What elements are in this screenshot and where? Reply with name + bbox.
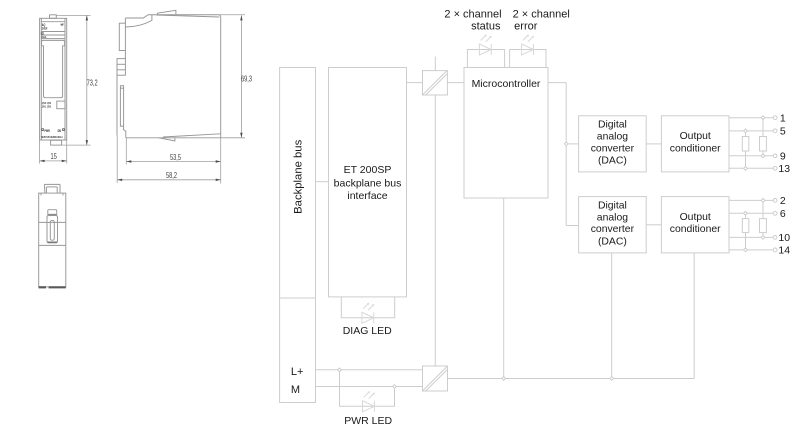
svg-text:73,2: 73,2 [87, 77, 98, 88]
svg-text:53,5: 53,5 [170, 152, 181, 163]
svg-text:L+: L+ [291, 366, 304, 378]
svg-text:(DAC): (DAC) [598, 156, 627, 167]
svg-text:DIAG: DIAG [42, 36, 47, 40]
svg-text:status: status [471, 21, 501, 33]
svg-text:conditioner: conditioner [670, 143, 721, 154]
svg-text:interface: interface [347, 190, 387, 202]
svg-text:2 × channel: 2 × channel [513, 8, 570, 20]
svg-text:Digital: Digital [598, 120, 627, 131]
svg-text:Backplane bus: Backplane bus [292, 139, 304, 213]
svg-text:.QV1 .QV3: .QV1 .QV3 [42, 105, 52, 109]
svg-text:analog: analog [597, 212, 628, 223]
svg-text:Output: Output [680, 131, 711, 142]
svg-text:PWR: PWR [44, 128, 50, 133]
svg-text:2 × channel: 2 × channel [444, 8, 501, 20]
svg-text:(DAC): (DAC) [598, 236, 627, 247]
svg-text:.QV0 .QV2: .QV0 .QV2 [42, 102, 52, 106]
svg-text:6: 6 [780, 208, 786, 220]
svg-text:14: 14 [778, 245, 790, 257]
svg-text:15: 15 [51, 151, 57, 162]
svg-text:error: error [514, 21, 538, 33]
svg-text:analog: analog [597, 132, 628, 143]
svg-text:DB: DB [58, 128, 61, 133]
svg-text:ET 200SP: ET 200SP [344, 164, 392, 176]
svg-text:Digital: Digital [598, 200, 627, 211]
svg-text:9: 9 [780, 151, 786, 163]
svg-text:10: 10 [778, 232, 790, 244]
svg-text:M: M [291, 384, 300, 396]
svg-text:5: 5 [780, 126, 786, 138]
svg-text:2: 2 [780, 195, 786, 207]
svg-text:HF: HF [61, 22, 64, 27]
svg-text:Output: Output [680, 212, 711, 223]
svg-text:2xU/I: 2xU/I [42, 26, 48, 31]
svg-text:13: 13 [778, 163, 790, 175]
svg-text:backplane bus: backplane bus [334, 178, 402, 190]
svg-text:58,2: 58,2 [166, 170, 177, 181]
svg-text:1: 1 [780, 113, 786, 125]
svg-text:PWR LED: PWR LED [344, 415, 392, 427]
svg-text:AQ: AQ [42, 22, 46, 27]
svg-text:converter: converter [591, 143, 635, 154]
svg-text:DIAG LED: DIAG LED [343, 325, 392, 337]
svg-text:converter: converter [591, 224, 635, 235]
svg-text:Microcontroller: Microcontroller [472, 78, 541, 90]
svg-text:conditioner: conditioner [670, 224, 721, 235]
svg-text:6ES7135-6HB00-0DA1: 6ES7135-6HB00-0DA1 [41, 135, 63, 140]
svg-text:69,3: 69,3 [241, 73, 252, 84]
